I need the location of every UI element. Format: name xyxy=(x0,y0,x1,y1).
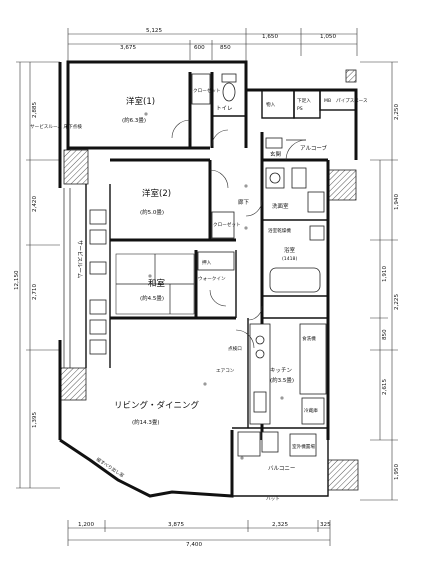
dim-left-c: 2,710 xyxy=(32,284,38,300)
label-western2: 洋室(2) xyxy=(142,188,171,199)
dim-bottom-total: 7,400 xyxy=(186,542,202,548)
right-dimensions: 2,250 1,940 1,910 2,225 2,615 1,950 850 xyxy=(360,61,400,501)
bottom-dimensions: 1,200 3,875 2,325 325 7,400 xyxy=(67,520,331,548)
closet-western1: クローゼット xyxy=(191,73,221,105)
japanese-tatami: 押入 ウォークイン xyxy=(115,251,235,315)
label-bath-sub: 浴室乾燥機 xyxy=(268,227,291,234)
label-living: リビング・ダイニング xyxy=(114,400,200,411)
label-closet2: クローゼット xyxy=(213,221,241,228)
label-storage-shoes: 下足入 xyxy=(297,98,311,104)
label-bath-size: (1418) xyxy=(282,256,297,262)
label-bath: 浴室 xyxy=(284,246,296,254)
dim-bottom-d: 325 xyxy=(320,522,331,528)
doors xyxy=(171,119,263,349)
label-kitchen-size: (約3.5畳) xyxy=(270,376,294,384)
outlet-markers xyxy=(144,112,284,460)
dim-right-f: 1,950 xyxy=(394,464,400,480)
label-toilet: トイレ xyxy=(216,106,233,112)
label-wic: ウォークイン xyxy=(198,275,226,282)
dim-top-c: 850 xyxy=(220,45,231,51)
label-hat: ハット xyxy=(266,497,280,502)
washroom: 洗面室 xyxy=(265,167,325,213)
label-western2-size: (約5.0畳) xyxy=(140,208,164,216)
dim-left-total: 12,150 xyxy=(14,270,20,290)
left-dimensions: 12,150 2,885 2,420 2,710 1,395 xyxy=(14,61,60,489)
label-ac: エアコン xyxy=(216,368,235,374)
dim-bottom-a: 1,200 xyxy=(78,522,94,528)
label-lv-hatch: 点検口 xyxy=(228,345,242,352)
balcony: バルコニー 室外機置場 ハット xyxy=(237,431,317,502)
label-japanese-size: (約4.5畳) xyxy=(140,294,164,302)
label-alcove: アルコーブ xyxy=(300,144,328,152)
entrance-storage: 物入 下足入 PS MB パイプスペース xyxy=(266,98,368,112)
label-service-space: サービスルーム xyxy=(76,240,84,279)
entrance: 玄関 アルコーブ xyxy=(265,137,328,161)
top-dimensions: 5,125 3,675 600 850 1,650 1,050 xyxy=(67,28,358,66)
dim-left-b: 2,420 xyxy=(32,196,38,212)
dim-top-d: 1,650 xyxy=(262,34,278,40)
label-pipe-space: パイプスペース xyxy=(336,98,368,104)
closet-western2: クローゼット xyxy=(211,211,241,239)
label-corridor: 廊下 xyxy=(238,198,250,206)
dim-right-c: 1,910 xyxy=(382,266,388,282)
label-washroom: 洗面室 xyxy=(272,202,289,210)
label-balcony: バルコニー xyxy=(268,465,295,472)
dim-top-e: 1,050 xyxy=(320,34,336,40)
label-western1: 洋室(1) xyxy=(126,96,155,107)
dim-left-d: 1,395 xyxy=(32,412,38,428)
label-storage-mb: MB xyxy=(324,98,331,104)
dim-top-a: 3,675 xyxy=(120,45,136,51)
dim-right-d: 2,225 xyxy=(394,294,400,310)
dim-left-a: 2,885 xyxy=(32,102,38,118)
label-japanese: 和室 xyxy=(148,278,166,289)
service-space: サービスルーム サービスルーム 床下点検 xyxy=(30,123,107,368)
structural-columns xyxy=(59,69,359,491)
label-service-note: サービスルーム 床下点検 xyxy=(30,123,82,130)
label-dw: 食洗機 xyxy=(302,335,316,342)
dim-bottom-c: 2,325 xyxy=(272,522,288,528)
kitchen: 冷蔵庫 食洗機 点検口 xyxy=(228,323,327,425)
label-storage-ps: PS xyxy=(297,106,303,112)
bathroom: 浴室 (1418) 浴室乾燥機 xyxy=(268,225,325,293)
dim-right-b: 1,940 xyxy=(394,194,400,210)
interior-walls xyxy=(66,62,357,440)
label-storage: 物入 xyxy=(266,101,276,108)
room-labels: 洋室(1) (約6.3畳) 洋室(2) (約5.0畳) 和室 (約4.5畳) 廊… xyxy=(114,96,294,426)
label-entrance: 玄関 xyxy=(270,150,282,158)
label-fridge: 冷蔵庫 xyxy=(304,407,318,414)
dim-right-e: 2,615 xyxy=(382,379,388,395)
dim-bottom-b: 3,875 xyxy=(168,522,184,528)
label-oshiire: 押入 xyxy=(202,259,212,266)
label-balcony-note: 室外機置場 xyxy=(292,443,315,450)
toilet-fixture: トイレ xyxy=(216,73,237,112)
dim-right-g: 850 xyxy=(382,329,388,340)
dim-top-b: 600 xyxy=(194,45,205,51)
label-kitchen: キッチン xyxy=(270,367,293,374)
label-western1-size: (約6.3畳) xyxy=(122,116,146,124)
dim-right-a: 2,250 xyxy=(394,104,400,120)
label-closet: クローゼット xyxy=(193,87,221,94)
label-living-size: (約14.3畳) xyxy=(132,418,160,426)
dim-top-total: 5,125 xyxy=(146,28,162,34)
